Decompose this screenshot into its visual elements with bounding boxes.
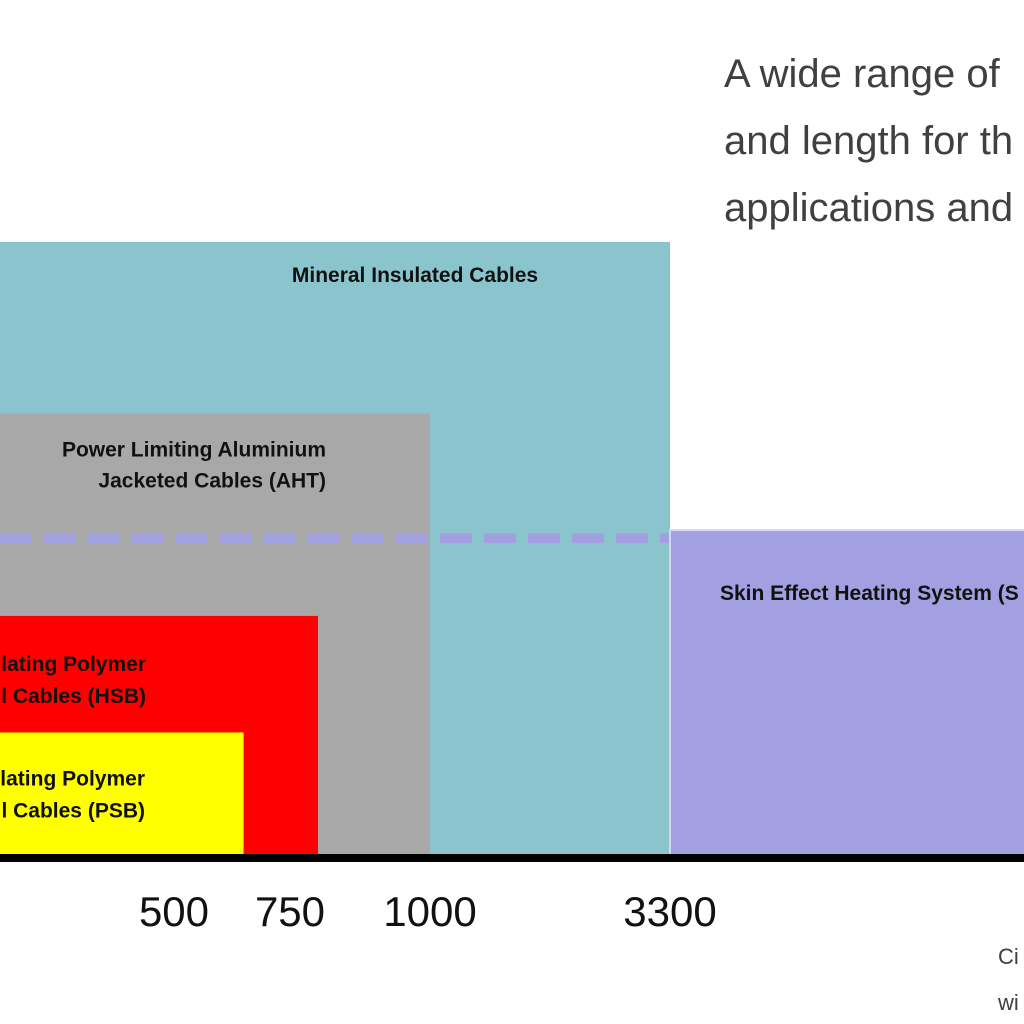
x-tick-label-750: 750 <box>255 888 325 935</box>
label-self-regulating-polymer-insulated-cables-hsb-line-2: l Cables (HSB) <box>1 685 146 708</box>
label-power-limiting-aluminium-jacketed-cables-aht-line-2: Jacketed Cables (AHT) <box>98 470 326 493</box>
skin-effect-box-edge <box>669 529 1024 855</box>
label-skin-effect-heating-system-s-line-1: Skin Effect Heating System (S <box>720 582 1019 605</box>
footnote-line-2: wi <box>998 990 1019 1015</box>
footnote-line-1: Ci <box>998 944 1019 969</box>
label-self-regulating-polymer-insulated-cables-psb-line-2: l Cables (PSB) <box>1 799 145 822</box>
intro-text-line-3: applications and <box>724 186 1014 230</box>
intro-text-line-2: and length for th <box>724 119 1014 163</box>
x-tick-label-500: 500 <box>139 888 209 935</box>
label-mineral-insulated-cables-line-1: Mineral Insulated Cables <box>292 264 538 287</box>
bar-skin-effect-heating-system-s <box>670 530 1024 855</box>
label-power-limiting-aluminium-jacketed-cables-aht-line-1: Power Limiting Aluminium <box>62 439 326 462</box>
x-tick-label-1000: 1000 <box>383 888 476 935</box>
intro-text-line-1: A wide range of <box>724 52 1000 96</box>
bar-self-regulating-polymer-insulated-cables-psb <box>0 732 244 855</box>
label-self-regulating-polymer-insulated-cables-hsb-line-1: lating Polymer <box>1 653 146 676</box>
label-self-regulating-polymer-insulated-cables-psb-line-1: lating Polymer <box>0 767 145 790</box>
x-tick-label-3300: 3300 <box>623 888 716 935</box>
